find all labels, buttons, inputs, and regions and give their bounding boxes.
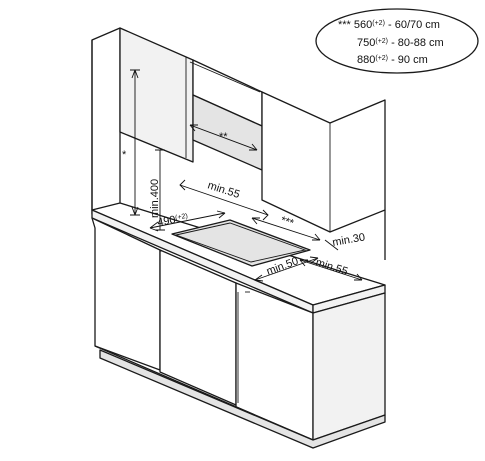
worktop-cutout bbox=[171, 219, 311, 267]
dimension-vertical-star: * bbox=[122, 69, 140, 216]
hood-width-label: ** bbox=[219, 131, 228, 143]
dimension-hood-width: ** bbox=[189, 124, 258, 151]
min-30-label: min.30 bbox=[331, 231, 366, 249]
wall-cabinet-left bbox=[119, 27, 194, 163]
min-55-top-label: min.55 bbox=[206, 179, 241, 201]
cutout-490-label: 490(+2) bbox=[156, 212, 189, 229]
dimension-cutout-width: *** bbox=[251, 214, 321, 241]
wall-cabinet-right bbox=[261, 91, 386, 233]
hood-cabinet bbox=[189, 59, 263, 171]
dimension-min-30: min.30 bbox=[324, 231, 366, 251]
dimension-cutout-490: 490(+2) bbox=[149, 210, 226, 232]
min-400-label: min.400 bbox=[149, 179, 161, 218]
size-legend: *** 560(+2) - 60/70 cm 750(+2) - 80-88 c… bbox=[315, 8, 479, 74]
legend-row-2: 750(+2) - 80-88 cm bbox=[357, 37, 444, 49]
base-cabinets bbox=[91, 217, 386, 449]
cutout-width-label: *** bbox=[279, 214, 296, 230]
legend-row-1: *** 560(+2) - 60/70 cm bbox=[338, 19, 440, 31]
legend-marker: *** bbox=[338, 19, 352, 31]
dimension-min-400: min.400 bbox=[149, 149, 165, 231]
vertical-star-label: * bbox=[122, 149, 127, 161]
legend-row-3: 880(+2) - 90 cm bbox=[357, 54, 428, 66]
